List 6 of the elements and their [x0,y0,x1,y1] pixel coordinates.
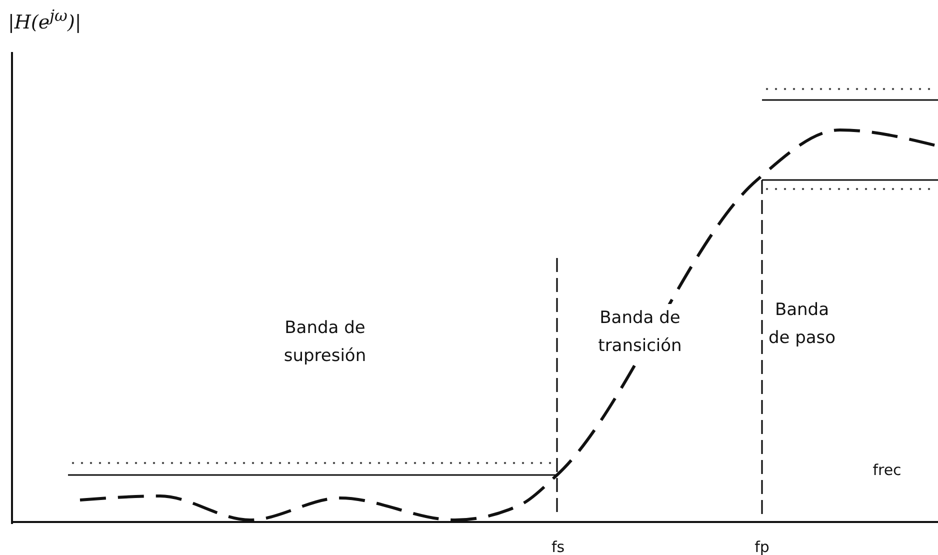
axis-label: frec [872,460,902,481]
tick-label: fs [550,537,566,555]
region-label: Banda de paso [767,299,837,350]
region-label: Banda de supresión [282,317,368,368]
axis-label: |H(e$^{jω}$)| [8,5,82,36]
tick-label: fp [754,537,770,555]
